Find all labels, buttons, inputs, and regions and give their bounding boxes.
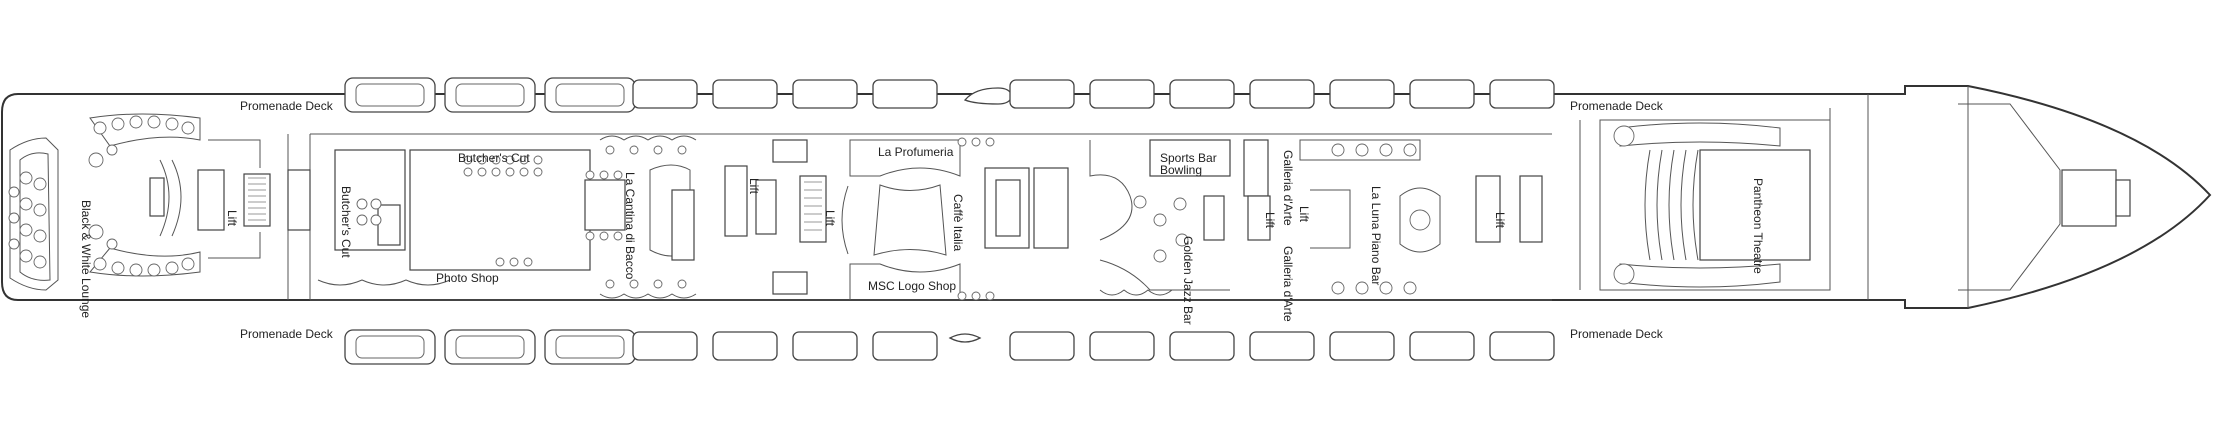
- butchers-cut-side-label: Butcher's Cut: [339, 186, 353, 258]
- lifeboats-bottom: [344, 329, 1555, 365]
- bowling-label: Bowling: [1160, 163, 1202, 177]
- lifeboats-top: [344, 77, 1555, 113]
- promenade-label-top-right: Promenade Deck: [1570, 99, 1664, 113]
- golden-jazz-bar-label: Golden Jazz Bar: [1181, 236, 1195, 325]
- sports-bar-area: [1089, 139, 1271, 296]
- piano-bar-area: [1299, 139, 1543, 295]
- la-profumeria-label: La Profumeria: [878, 145, 954, 159]
- pantheon-theatre-label: Pantheon Theatre: [1751, 178, 1765, 274]
- caffe-italia-area: [841, 137, 1069, 301]
- caffe-italia-label: Caffè Italia: [951, 194, 965, 251]
- lift-label-6: Lift: [1493, 212, 1507, 229]
- aft-stair-core: [197, 139, 311, 259]
- msc-logo-shop-label: MSC Logo Shop: [868, 279, 956, 293]
- black-white-lounge-label: Black & White Lounge: [79, 200, 93, 318]
- lift-label-2: Lift: [747, 178, 761, 195]
- la-cantina-label: La Cantina di Bacco: [623, 172, 637, 280]
- midship-stair-core: [724, 139, 827, 295]
- theatre-area: [1599, 119, 1831, 291]
- cantina-area: [584, 135, 697, 299]
- galleria-top-label: Galleria d'Arte: [1281, 150, 1295, 226]
- promenade-label-bottom-left: Promenade Deck: [240, 327, 334, 341]
- promenade-label-top-left: Promenade Deck: [240, 99, 334, 113]
- lift-label-3: Lift: [823, 210, 837, 227]
- promenade-label-bottom-right: Promenade Deck: [1570, 327, 1664, 341]
- lift-label-1: Lift: [225, 210, 239, 227]
- sports-bar-label: Sports Bar: [1160, 151, 1217, 165]
- butchers-cut-label: Butcher's Cut: [458, 151, 530, 165]
- labels: Promenade Deck Promenade Deck Promenade …: [79, 99, 1765, 341]
- photo-shop-label: Photo Shop: [436, 271, 499, 285]
- galleria-bottom-label: Galleria d'Arte: [1281, 246, 1295, 322]
- lift-label-5: Lift: [1297, 206, 1311, 223]
- black-white-lounge-area: [8, 113, 201, 291]
- la-luna-label: La Luna Piano Bar: [1369, 186, 1383, 285]
- hull-outline: [1, 85, 2212, 309]
- lift-label-4: Lift: [1263, 212, 1277, 229]
- butchers-cut-area: [317, 149, 591, 286]
